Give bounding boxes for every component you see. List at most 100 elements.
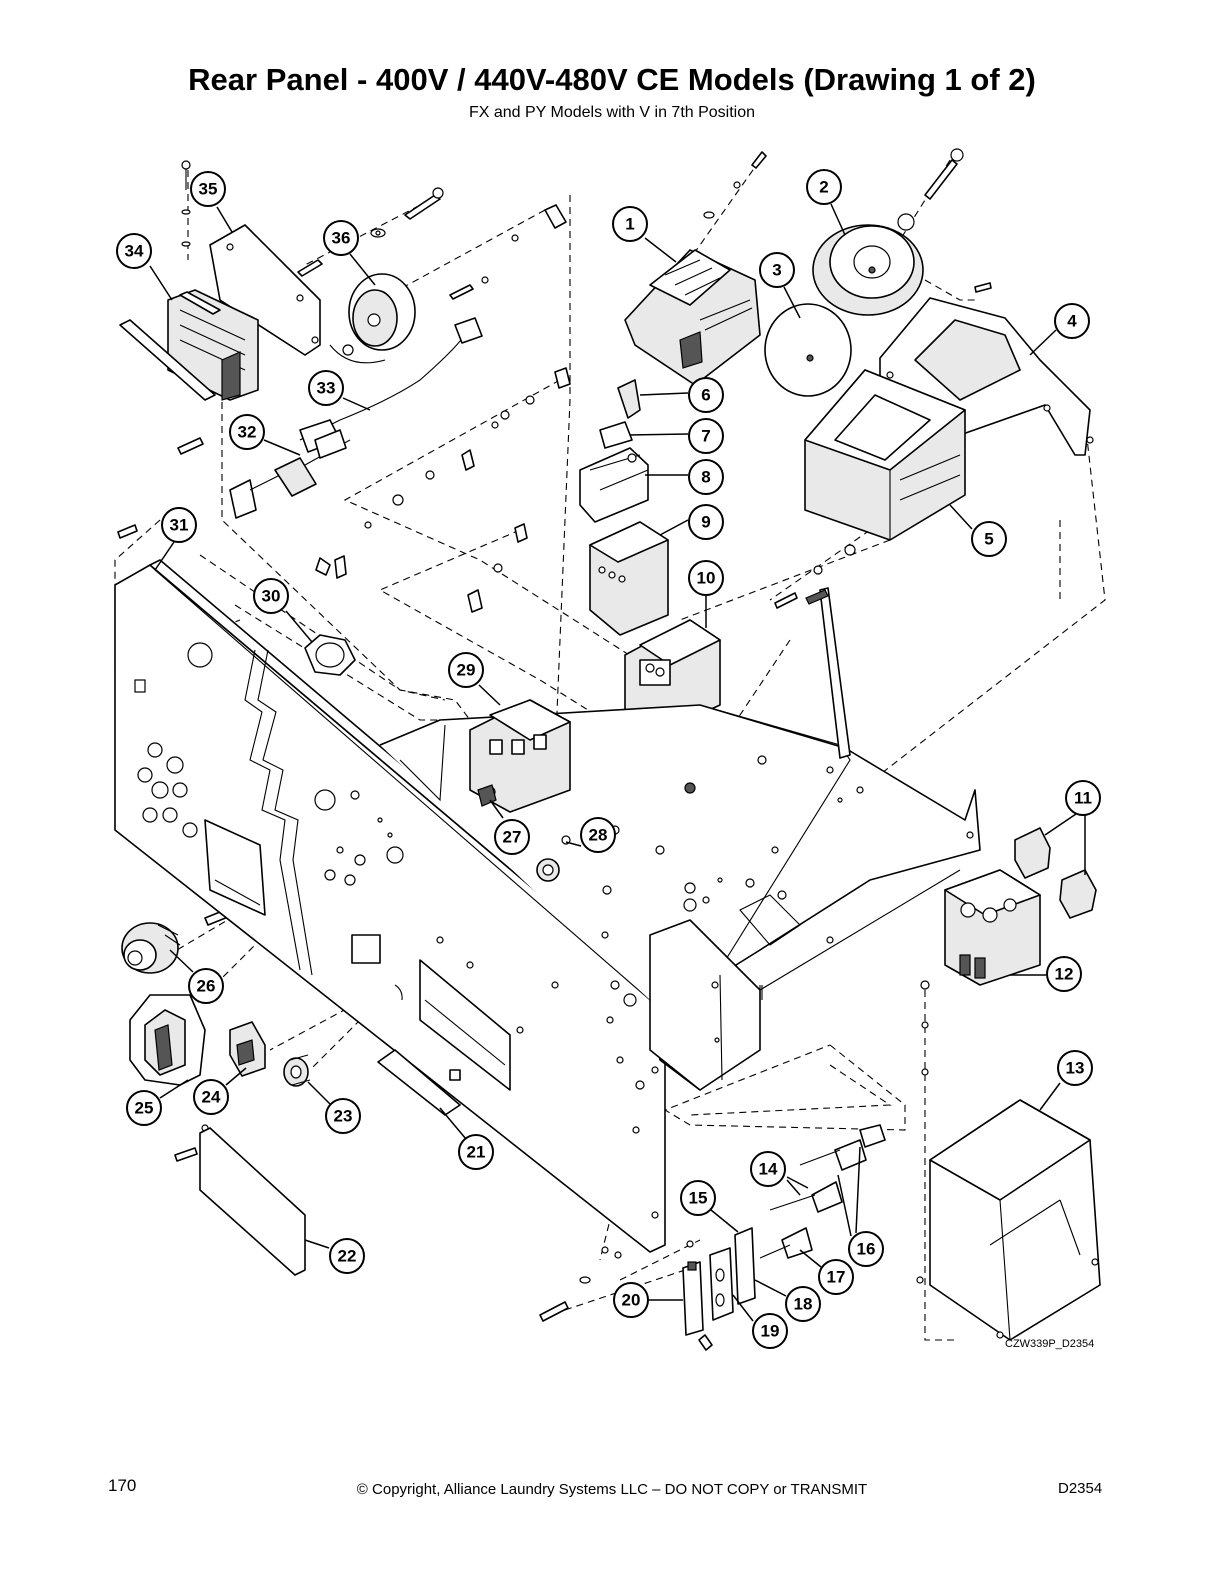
callout-22: 22 bbox=[329, 1238, 365, 1274]
svg-text:31: 31 bbox=[170, 516, 189, 535]
screw-icon bbox=[897, 148, 964, 231]
svg-text:11: 11 bbox=[1074, 789, 1092, 808]
svg-text:29: 29 bbox=[457, 661, 476, 680]
document-code: D2354 bbox=[1058, 1480, 1103, 1497]
auxiliary-contact-part-11 bbox=[1014, 827, 1097, 919]
screw-icon bbox=[539, 980, 930, 1351]
callout-9: 9 bbox=[688, 504, 724, 540]
svg-text:30: 30 bbox=[262, 587, 281, 606]
drawing-code: CZW339P_D2354 bbox=[1005, 1338, 1094, 1350]
screw-icon bbox=[449, 204, 567, 300]
svg-text:22: 22 bbox=[338, 1247, 357, 1266]
callout-24: 24 bbox=[193, 1079, 229, 1115]
connector-part-32 bbox=[229, 429, 351, 519]
svg-text:5: 5 bbox=[984, 530, 993, 549]
callouts: 1 2 3 4 5 6 7 8 9 10 11 12 13 14 15 16 1… bbox=[116, 169, 1101, 1349]
nut-part-27 bbox=[477, 784, 497, 807]
bracket-part-35 bbox=[209, 224, 321, 356]
svg-text:17: 17 bbox=[827, 1268, 846, 1287]
svg-text:24: 24 bbox=[202, 1088, 221, 1107]
rotary-switch-part-25 bbox=[129, 994, 206, 1086]
callout-35: 35 bbox=[190, 171, 226, 207]
relay-part-7 bbox=[599, 421, 633, 449]
callout-15: 15 bbox=[680, 1180, 716, 1216]
callout-10: 10 bbox=[688, 560, 724, 596]
bolt-icon bbox=[370, 187, 444, 238]
callout-36: 36 bbox=[323, 220, 359, 256]
svg-text:2: 2 bbox=[819, 178, 828, 197]
cable-harness-part-33 bbox=[299, 317, 483, 453]
svg-text:36: 36 bbox=[332, 229, 351, 248]
callout-13: 13 bbox=[1057, 1050, 1093, 1086]
callout-2: 2 bbox=[806, 169, 842, 205]
svg-text:32: 32 bbox=[238, 423, 257, 442]
callout-27: 27 bbox=[494, 819, 530, 855]
screw-icon bbox=[703, 151, 767, 219]
callout-28: 28 bbox=[580, 817, 616, 853]
callout-5: 5 bbox=[971, 521, 1007, 557]
screw-icon bbox=[774, 544, 856, 609]
terminal-block-part-34 bbox=[119, 289, 259, 401]
horn-part-2 bbox=[812, 224, 924, 316]
svg-text:27: 27 bbox=[503, 828, 522, 847]
svg-text:34: 34 bbox=[125, 242, 144, 261]
callout-12: 12 bbox=[1046, 956, 1082, 992]
round-component-part-36 bbox=[329, 273, 416, 364]
transformer-part-1 bbox=[624, 249, 761, 386]
leader-lines bbox=[149, 203, 1086, 1322]
callout-18: 18 bbox=[785, 1286, 821, 1322]
svg-text:7: 7 bbox=[701, 427, 710, 446]
svg-text:6: 6 bbox=[701, 386, 710, 405]
callout-19: 19 bbox=[752, 1313, 788, 1349]
callout-17: 17 bbox=[818, 1259, 854, 1295]
relay-cover-part-6 bbox=[617, 379, 641, 419]
gasket-part-3 bbox=[764, 303, 852, 397]
callout-20: 20 bbox=[613, 1282, 649, 1318]
callout-3: 3 bbox=[759, 252, 795, 288]
callout-8: 8 bbox=[688, 459, 724, 495]
svg-text:33: 33 bbox=[317, 379, 336, 398]
svg-text:8: 8 bbox=[701, 468, 710, 487]
svg-text:9: 9 bbox=[701, 513, 710, 532]
callout-7: 7 bbox=[688, 418, 724, 454]
page-number: 170 bbox=[108, 1476, 137, 1495]
callout-30: 30 bbox=[253, 578, 289, 614]
page-title: Rear Panel - 400V / 440V-480V CE Models … bbox=[188, 62, 1036, 97]
contactor-part-12 bbox=[944, 869, 1041, 986]
svg-text:20: 20 bbox=[622, 1291, 641, 1310]
locknut-part-30 bbox=[304, 634, 356, 676]
svg-text:3: 3 bbox=[772, 261, 781, 280]
callout-16: 16 bbox=[848, 1231, 884, 1267]
screw-icon bbox=[974, 282, 992, 293]
callout-31: 31 bbox=[161, 507, 197, 543]
callout-26: 26 bbox=[188, 968, 224, 1004]
page-subtitle: FX and PY Models with V in 7th Position bbox=[468, 104, 756, 121]
grommet-part-28 bbox=[536, 835, 571, 882]
svg-text:18: 18 bbox=[794, 1295, 813, 1314]
hardware-fasteners bbox=[117, 148, 992, 1351]
svg-text:21: 21 bbox=[467, 1143, 486, 1162]
contactor-part-29 bbox=[469, 699, 571, 813]
callout-34: 34 bbox=[116, 233, 152, 269]
relay-base-part-8 bbox=[579, 447, 649, 523]
svg-text:16: 16 bbox=[857, 1240, 876, 1259]
svg-text:10: 10 bbox=[697, 569, 716, 588]
label-part-21 bbox=[377, 1049, 461, 1116]
svg-text:4: 4 bbox=[1067, 312, 1077, 331]
svg-text:35: 35 bbox=[199, 180, 218, 199]
cable-gland-part-23 bbox=[283, 1054, 311, 1087]
svg-text:15: 15 bbox=[689, 1189, 708, 1208]
callout-6: 6 bbox=[688, 377, 724, 413]
callout-29: 29 bbox=[448, 652, 484, 688]
callout-14: 14 bbox=[750, 1151, 786, 1187]
callout-1: 1 bbox=[612, 206, 648, 242]
svg-text:12: 12 bbox=[1055, 965, 1074, 984]
svg-text:19: 19 bbox=[761, 1322, 780, 1341]
svg-text:14: 14 bbox=[759, 1160, 778, 1179]
callout-11: 11 bbox=[1065, 780, 1101, 816]
svg-text:28: 28 bbox=[589, 826, 608, 845]
svg-text:23: 23 bbox=[334, 1107, 353, 1126]
copyright-notice: © Copyright, Alliance Laundry Systems LL… bbox=[356, 1481, 868, 1498]
callout-32: 32 bbox=[229, 414, 265, 450]
